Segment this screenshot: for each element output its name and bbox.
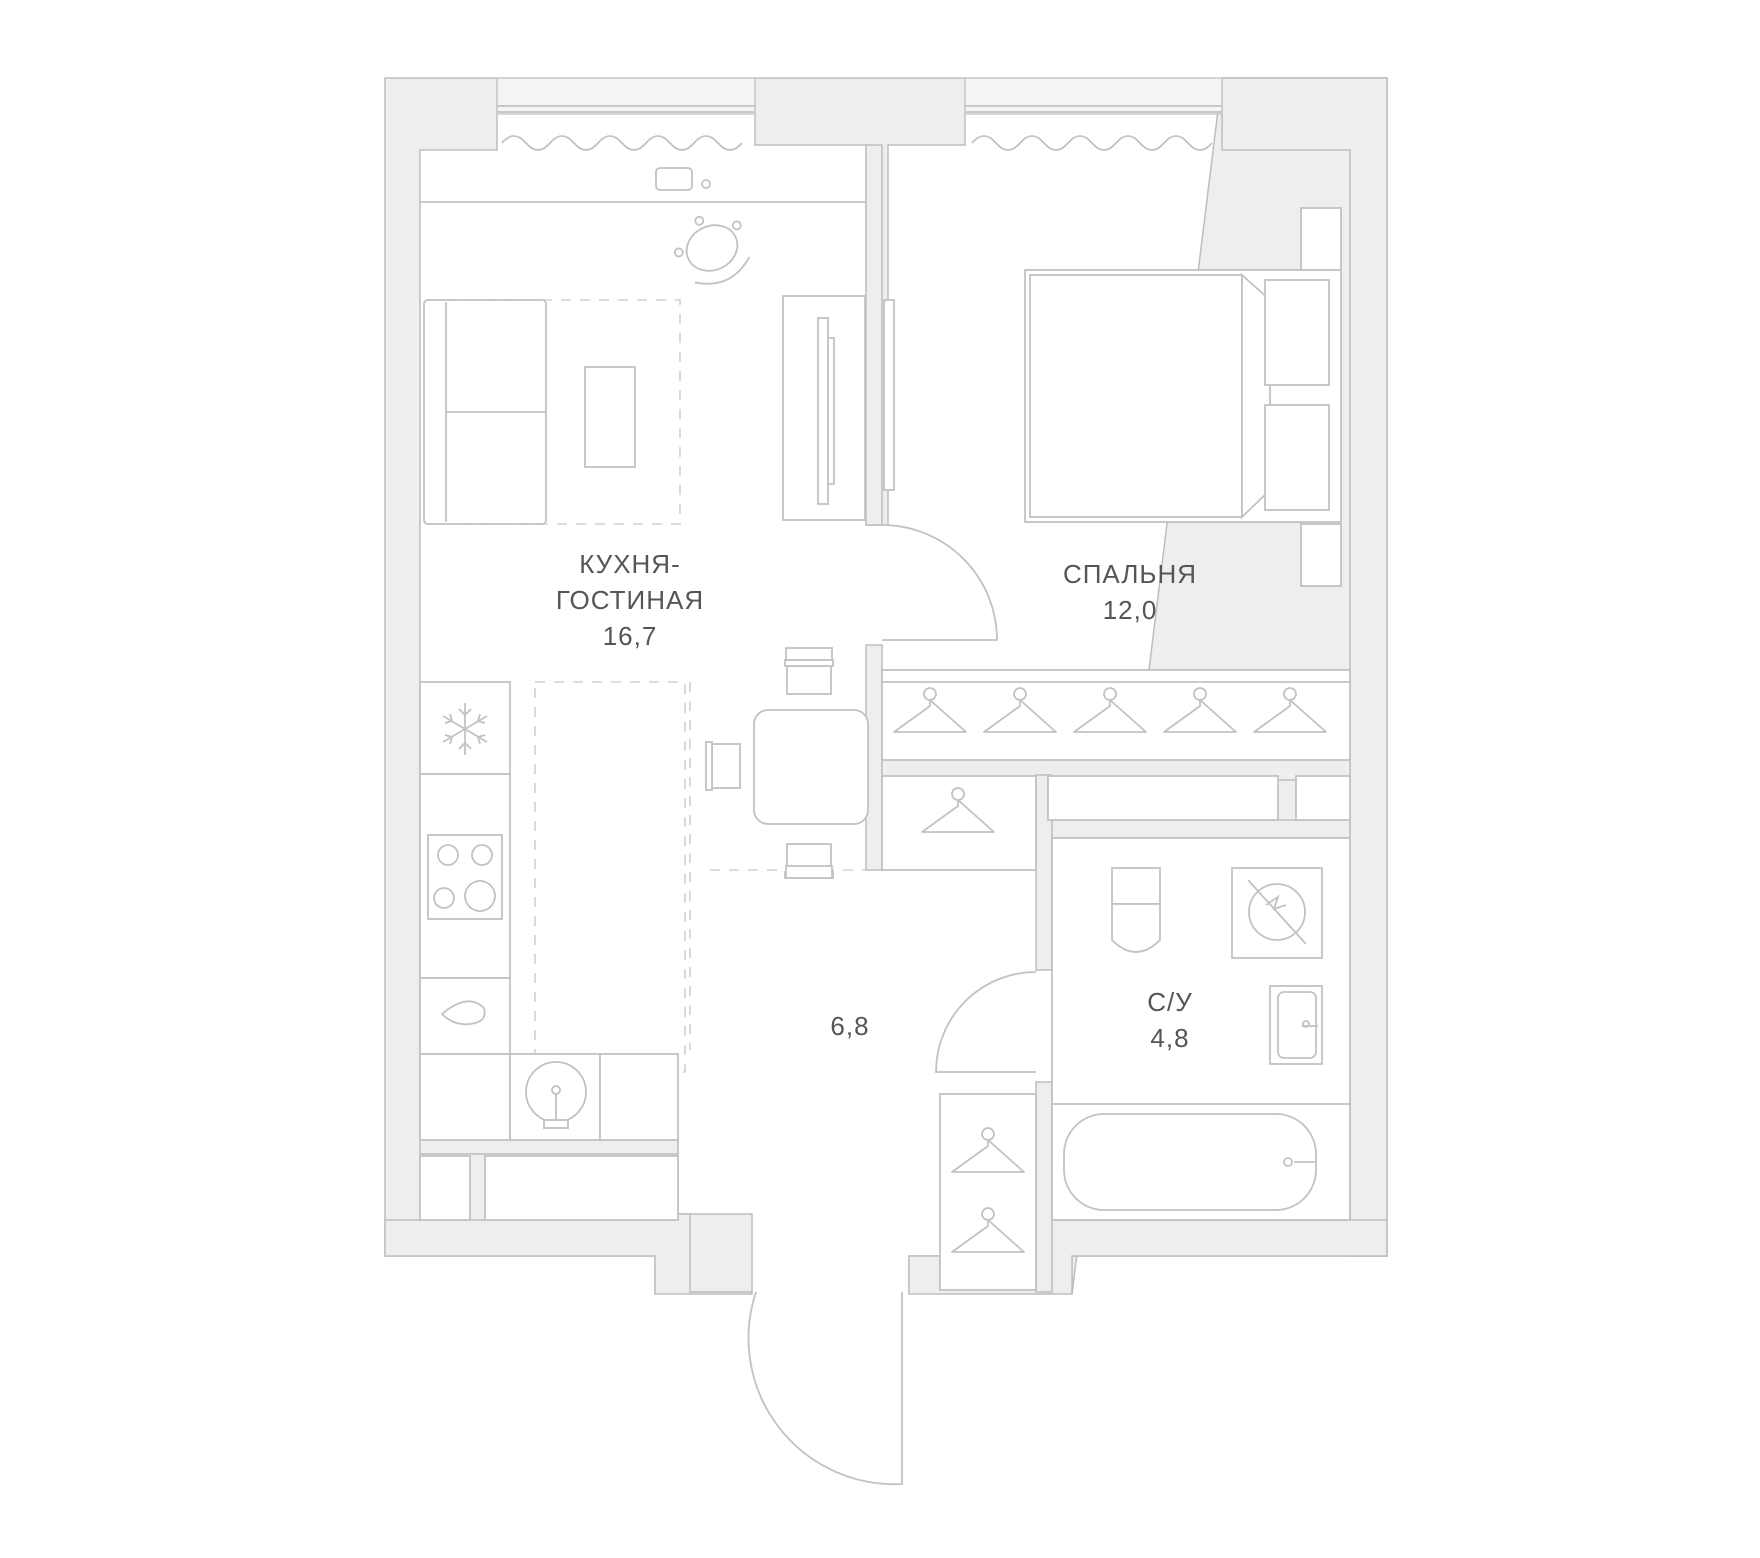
bedroom-area: 12,0 xyxy=(1102,595,1158,625)
doors xyxy=(747,299,1037,1486)
living-room-label: КУХНЯ- ГОСТИНАЯ 16,7 xyxy=(505,546,755,654)
snowflake-icon xyxy=(442,703,488,755)
armchair xyxy=(673,215,751,285)
window-left xyxy=(496,77,756,151)
window-right xyxy=(964,77,1223,151)
living-room-name-line2: ГОСТИНАЯ xyxy=(555,585,705,615)
interior-walls xyxy=(419,144,1351,1293)
washing-machine-icon xyxy=(1231,867,1323,959)
bathroom-area: 4,8 xyxy=(1150,1023,1190,1053)
hall-storage xyxy=(881,775,1351,1291)
living-room-area: 16,7 xyxy=(602,621,658,651)
living-room-furniture xyxy=(419,167,869,1221)
hall-area: 6,8 xyxy=(830,1011,870,1041)
bathroom-label: С/У 4,8 xyxy=(1110,984,1230,1056)
living-room-name-line1: КУХНЯ- xyxy=(579,549,681,579)
bedroom-label: СПАЛЬНЯ 12,0 xyxy=(1030,556,1230,628)
bathroom-fixtures xyxy=(1051,837,1351,1221)
bathroom-name: С/У xyxy=(1147,987,1193,1017)
bedroom-furniture xyxy=(881,207,1351,761)
bedroom-name: СПАЛЬНЯ xyxy=(1062,559,1198,589)
hall-label: 6,8 xyxy=(780,1008,920,1044)
